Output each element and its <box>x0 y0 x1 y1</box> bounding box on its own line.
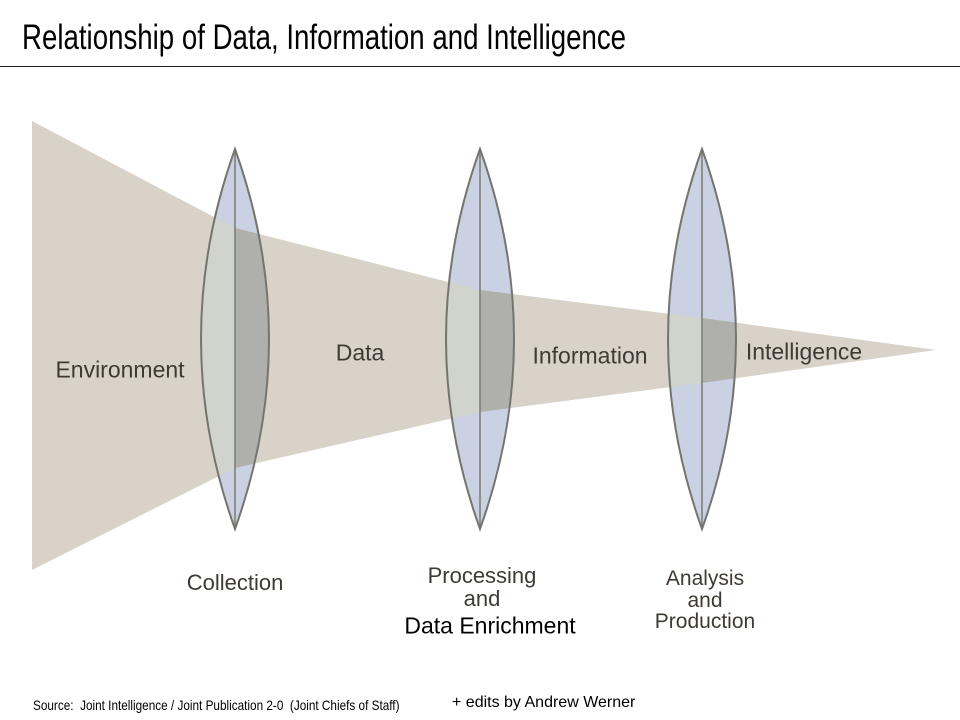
analysis-lens-outline <box>667 146 737 532</box>
title-divider <box>0 66 960 67</box>
label-environment: Environment <box>55 356 185 383</box>
label-processing-line2: and <box>463 586 501 611</box>
analysis-lens <box>667 146 737 532</box>
label-analysis-line1: Analysis <box>665 566 745 590</box>
label-information: Information <box>532 342 648 369</box>
label-intelligence: Intelligence <box>745 338 863 365</box>
label-data-enrichment: Data Enrichment <box>404 612 576 639</box>
label-data: Data <box>335 339 385 366</box>
label-analysis-line3: Production <box>654 609 756 633</box>
label-analysis: Analysis and Production <box>655 568 755 633</box>
collection-lens <box>200 146 270 532</box>
processing-lens-outline <box>445 146 515 532</box>
label-collection: Collection <box>186 570 284 595</box>
collection-lens-outline <box>200 146 270 532</box>
page-title: Relationship of Data, Information and In… <box>22 18 627 57</box>
processing-lens <box>445 146 515 532</box>
label-analysis-line2: and <box>687 588 723 612</box>
label-processing-line1: Processing <box>427 563 537 588</box>
label-processing: Processing and <box>428 564 537 610</box>
